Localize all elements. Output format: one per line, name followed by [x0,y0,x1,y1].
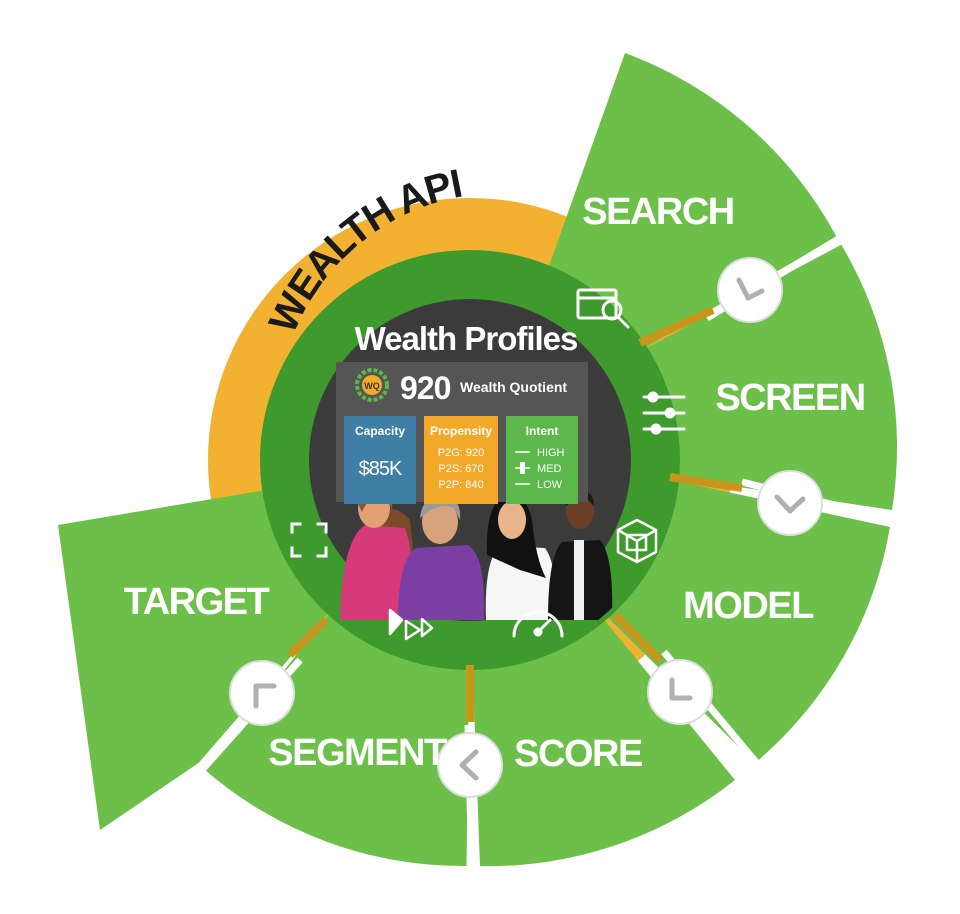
segment-label-target: TARGET [124,581,270,623]
intent-level-marker [520,462,525,474]
propensity-line-p2p: P2P: 840 [438,479,483,491]
chevron-node-3 [647,659,713,725]
wq-score-label: Wealth Quotient [460,379,567,395]
chevron-node-5 [229,660,295,726]
people-illustration [340,482,613,620]
segment-label-search: SEARCH [582,191,733,233]
wq-score: 920 [400,370,451,406]
segment-label-score: SCORE [514,733,642,775]
profile-card: WQ 920 Wealth Quotient Capacity $85K Pro… [336,362,588,504]
capacity-value: $85K [359,458,403,480]
propensity-line-p2g: P2G: 920 [438,447,484,459]
intent-low: LOW [537,479,563,491]
capacity-card [344,416,416,504]
cube-icon[interactable] [616,518,658,564]
segment-segment[interactable] [205,600,470,867]
capacity-title: Capacity [355,424,405,438]
intent-title: Intent [526,424,559,438]
propensity-line-p2s: P2S: 670 [438,463,483,475]
gauge-icon[interactable] [512,610,564,638]
propensity-title: Propensity [430,424,492,438]
svg-text:WQ: WQ [364,381,380,391]
segment-label-screen: SCREEN [715,377,864,419]
segment-target[interactable] [58,480,340,830]
inner-ring [260,250,680,670]
pie-segments-icon[interactable] [388,608,434,641]
intent-high: HIGH [537,447,565,459]
sliders-icon[interactable] [642,391,686,435]
segment-screen[interactable] [620,244,898,511]
center-title: Wealth Profiles [355,320,578,357]
target-frame-icon[interactable] [290,522,328,558]
chevron-node-1 [717,257,783,323]
segment-label-model: MODEL [683,585,814,627]
chevron-node-2 [757,470,823,536]
intent-card [506,416,578,504]
chevron-node-4 [437,732,503,798]
segment-search[interactable] [535,53,837,362]
segment-label-segment: SEGMENT [268,732,447,774]
browser-search-icon[interactable] [576,288,630,329]
wq-badge-icon: WQ [355,368,389,402]
intent-med: MED [537,463,562,475]
propensity-card [424,416,498,504]
